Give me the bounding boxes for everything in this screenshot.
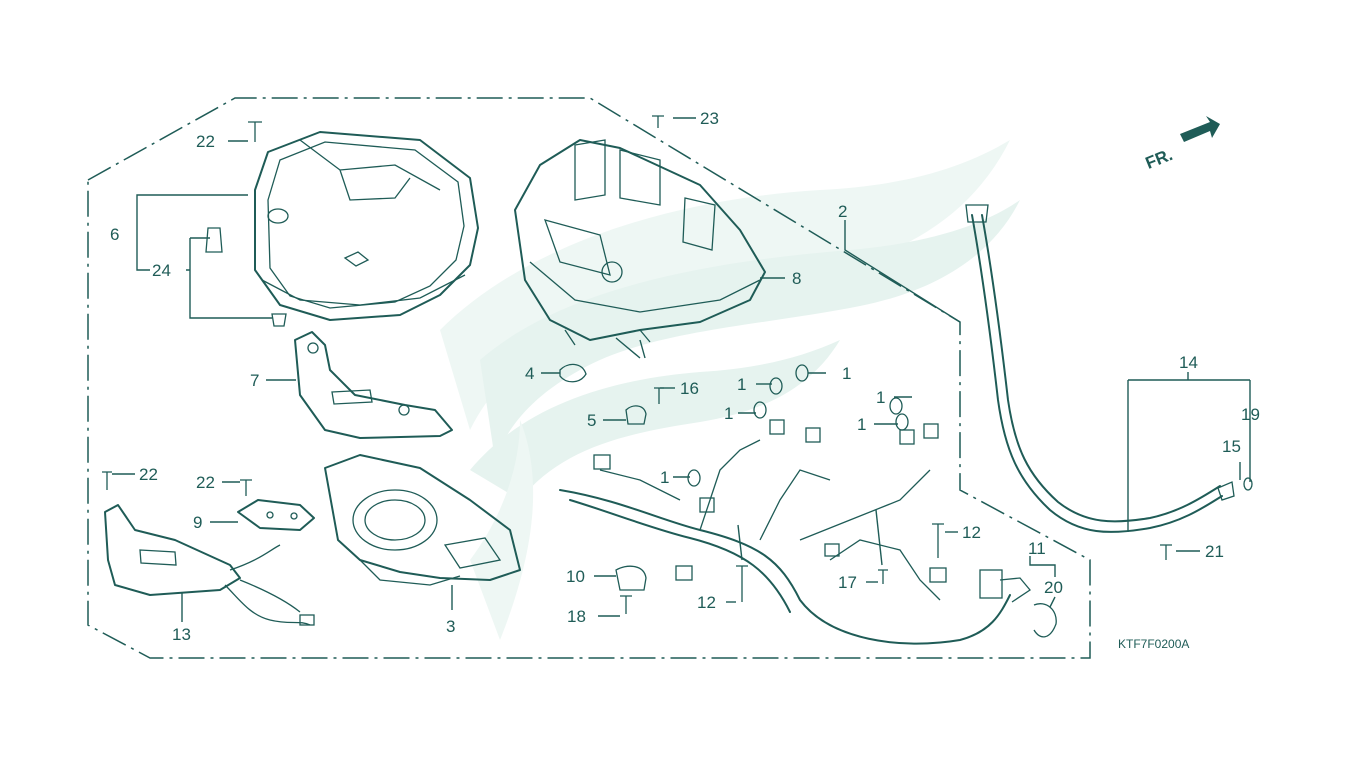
callout-24: 24	[152, 261, 171, 280]
callout-2: 2	[838, 202, 847, 221]
front-direction-arrow: FR.	[1143, 116, 1220, 173]
callout-18: 18	[567, 607, 586, 626]
part-14-speedometer-cable	[965, 204, 1235, 533]
callout-12-b: 12	[697, 593, 716, 612]
diagram-code: KTF7F0200A	[1118, 637, 1189, 651]
callout-7: 7	[250, 371, 259, 390]
part-7-meter-panel	[294, 331, 453, 439]
callout-23: 23	[700, 109, 719, 128]
callout-15: 15	[1222, 437, 1241, 456]
callout-14: 14	[1179, 353, 1198, 372]
part-2-wire-harness	[559, 419, 1031, 645]
callout-11: 11	[1028, 539, 1046, 558]
part-9-bracket	[237, 499, 315, 531]
callout-1-a: 1	[737, 375, 746, 394]
callout-9: 9	[193, 513, 202, 532]
callout-19: 19	[1241, 405, 1260, 424]
callout-12-a: 12	[962, 523, 981, 542]
callout-labels: 22 23 2 6 24 8 7 4 16 5 1 1 1 1 1 1 14 1…	[110, 109, 1260, 644]
callout-6: 6	[110, 225, 119, 244]
callout-17: 17	[838, 573, 857, 592]
callout-4: 4	[525, 364, 534, 383]
callout-1-b: 1	[842, 364, 851, 383]
leader-lines	[112, 117, 1251, 622]
callout-5: 5	[587, 411, 596, 430]
callout-1-d: 1	[876, 388, 885, 407]
callout-22-c: 22	[196, 473, 215, 492]
callout-20: 20	[1044, 578, 1063, 597]
callout-1-c: 1	[724, 404, 733, 423]
callout-22: 22	[196, 132, 215, 151]
callout-22-b: 22	[139, 465, 158, 484]
callout-1-f: 1	[660, 468, 669, 487]
callout-8: 8	[792, 269, 801, 288]
callout-13: 13	[172, 625, 191, 644]
callout-21: 21	[1205, 542, 1224, 561]
callout-1-e: 1	[857, 415, 866, 434]
front-mark-label: FR.	[1143, 145, 1176, 173]
small-hardware	[102, 115, 1253, 638]
callout-16: 16	[680, 379, 699, 398]
part-6-meter-visor	[254, 131, 479, 321]
part-13-indicator-unit	[104, 504, 315, 626]
callout-3: 3	[446, 617, 455, 636]
part-3-speedometer	[324, 454, 521, 586]
callout-10: 10	[566, 567, 585, 586]
assembly-frame-outline	[87, 97, 1091, 659]
part-8-meter-case	[514, 139, 766, 346]
watermark-wing-logo	[440, 140, 1020, 640]
